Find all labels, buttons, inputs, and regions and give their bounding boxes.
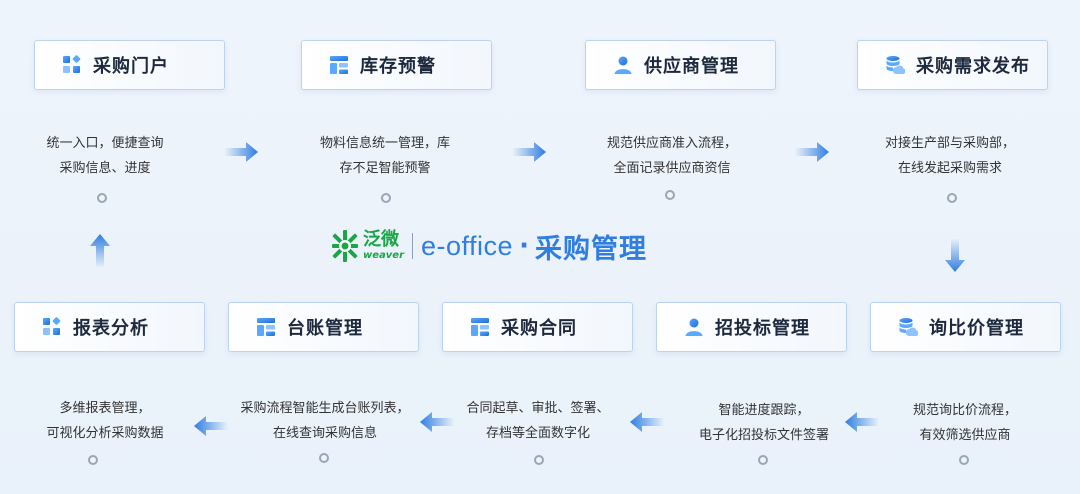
brand-name-en: weaver (363, 250, 405, 261)
card-supplier-management: 供应商管理 (585, 40, 776, 90)
card-ledger-management: 台账管理 (228, 302, 419, 352)
description-line: 采购流程智能生成台账列表， (240, 401, 410, 416)
description: 规范供应商准入流程， 全面记录供应商资信 (592, 131, 752, 181)
arrow-down-icon (945, 238, 965, 272)
step-dot (319, 453, 329, 463)
logo-divider (412, 233, 414, 259)
card-price-comparison: 询比价管理 (870, 302, 1061, 352)
step-dot (534, 455, 544, 465)
card-title: 采购需求发布 (916, 56, 1030, 77)
card-bidding-management: 招投标管理 (656, 302, 847, 352)
table-layout-icon (255, 316, 277, 338)
arrow-right-icon (224, 142, 258, 162)
arrow-left-icon (420, 412, 454, 432)
step-dot (758, 455, 768, 465)
weaver-logo-icon (332, 230, 358, 262)
card-title: 报表分析 (73, 318, 149, 339)
step-dot (381, 193, 391, 203)
step-dot (88, 455, 98, 465)
description-line: 采购信息、进度 (59, 161, 151, 176)
card-report-analysis: 报表分析 (14, 302, 205, 352)
description-line: 存档等全面数字化 (485, 426, 590, 441)
card-inventory-alert: 库存预警 (301, 40, 492, 90)
module-title: 采购管理 (534, 233, 647, 265)
grid-apps-icon (41, 316, 63, 338)
card-title: 采购合同 (501, 318, 577, 339)
description: 物料信息统一管理，库 存不足智能预警 (305, 131, 465, 181)
database-cloud-icon (897, 316, 919, 338)
card-title: 供应商管理 (644, 56, 739, 77)
card-title: 台账管理 (287, 318, 363, 339)
description-line: 可视化分析采购数据 (46, 426, 164, 441)
description-line: 物料信息统一管理，库 (319, 136, 450, 151)
user-icon (612, 54, 634, 76)
description-line: 电子化招投标文件签署 (698, 428, 829, 443)
step-dot (947, 193, 957, 203)
description-line: 多维报表管理， (59, 401, 151, 416)
description: 采购流程智能生成台账列表， 在线查询采购信息 (232, 396, 418, 446)
description-line: 在线发起采购需求 (897, 161, 1002, 176)
description-line: 存不足智能预警 (339, 161, 431, 176)
arrow-left-icon (845, 412, 879, 432)
card-demand-publishing: 采购需求发布 (857, 40, 1048, 90)
table-layout-icon (469, 316, 491, 338)
card-procurement-portal: 采购门户 (34, 40, 225, 90)
step-dot (97, 193, 107, 203)
card-procurement-contract: 采购合同 (442, 302, 633, 352)
description-line: 对接生产部与采购部， (884, 136, 1015, 151)
description: 合同起草、审批、签署、 存档等全面数字化 (458, 396, 618, 446)
brand-logo: 泛微 weaver e-office · 采购管理 (330, 224, 647, 268)
brand-name-cn: 泛微 (363, 229, 399, 250)
description-line: 合同起草、审批、签署、 (466, 401, 610, 416)
description: 规范询比价流程， 有效筛选供应商 (885, 398, 1045, 448)
description-line: 在线查询采购信息 (272, 426, 377, 441)
description-line: 规范供应商准入流程， (606, 136, 737, 151)
product-name: e-office (421, 230, 514, 261)
step-dot (959, 455, 969, 465)
arrow-right-icon (512, 142, 546, 162)
card-title: 采购门户 (93, 56, 169, 77)
arrow-left-icon (630, 412, 664, 432)
user-icon (683, 316, 705, 338)
title-separator: · (519, 231, 529, 261)
card-title: 库存预警 (360, 56, 436, 77)
arrow-up-icon (90, 234, 110, 268)
table-layout-icon (328, 54, 350, 76)
description-line: 规范询比价流程， (912, 403, 1017, 418)
description-line: 统一入口，便捷查询 (46, 136, 164, 151)
card-title: 招投标管理 (715, 318, 810, 339)
grid-apps-icon (61, 54, 83, 76)
description-line: 全面记录供应商资信 (613, 161, 731, 176)
arrow-left-icon (194, 416, 228, 436)
description: 多维报表管理， 可视化分析采购数据 (30, 396, 180, 446)
description-line: 智能进度跟踪， (718, 403, 810, 418)
step-dot (665, 190, 675, 200)
description: 对接生产部与采购部， 在线发起采购需求 (870, 131, 1030, 181)
description-line: 有效筛选供应商 (919, 428, 1011, 443)
description: 统一入口，便捷查询 采购信息、进度 (30, 131, 180, 181)
description: 智能进度跟踪， 电子化招投标文件签署 (684, 398, 844, 448)
arrow-right-icon (795, 142, 829, 162)
database-cloud-icon (884, 54, 906, 76)
card-title: 询比价管理 (929, 318, 1024, 339)
